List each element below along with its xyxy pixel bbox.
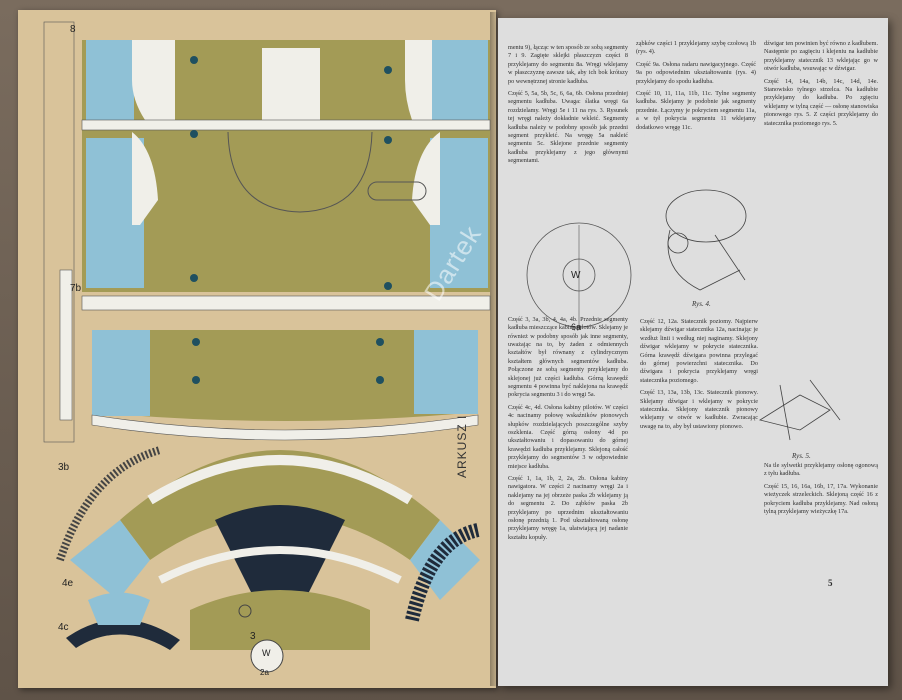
part-label: 3 bbox=[250, 631, 256, 642]
figure-caption-rys-5: Rys. 5. bbox=[792, 452, 811, 460]
paragraph: Część 14, 14a, 14b, 14c, 14d, 14e. Stano… bbox=[764, 77, 878, 127]
instruction-column-3-top: dźwigar ten powinien być równo z kadłube… bbox=[764, 40, 878, 360]
part-circle-w-2a bbox=[250, 639, 284, 673]
part-slot-outline bbox=[367, 181, 427, 201]
part-arc-white-band-2 bbox=[158, 546, 402, 584]
paragraph: Część 3, 3a, 3b, 4, 4a, 4b. Przednie seg… bbox=[508, 315, 628, 399]
book-spine-shadow bbox=[490, 12, 504, 686]
part-strip-vertical bbox=[59, 269, 73, 421]
part-white-fold-right bbox=[405, 40, 432, 120]
instruction-column-3-bottom: Na tle sylwetki przyklejamy osłonę ogono… bbox=[764, 462, 878, 572]
part-strip-left-long bbox=[43, 21, 75, 443]
part-blue-left-top bbox=[86, 40, 134, 120]
paragraph: dźwigar ten powinien być równo z kadłube… bbox=[764, 40, 878, 73]
part-label: 8 bbox=[70, 24, 76, 35]
paragraph: Część 15, 16, 16a, 16b, 17, 17a. Wykonan… bbox=[764, 482, 878, 516]
part-label: 4c bbox=[58, 622, 69, 633]
part-cockpit-outline bbox=[227, 131, 373, 213]
part-white-curve-left bbox=[132, 132, 158, 225]
instruction-column-1: mentu 9), łącząc w ten sposób ze sobą se… bbox=[508, 44, 628, 644]
diagram-rys-4 bbox=[665, 189, 747, 291]
part-toothed-ring-left bbox=[56, 446, 162, 562]
part-blue-right-lower bbox=[414, 330, 478, 414]
circle-2a-label: 2a bbox=[260, 668, 269, 677]
paragraph: ząbków części 1 przyklejamy szybę czołow… bbox=[636, 40, 756, 56]
part-arc-white-band bbox=[147, 455, 413, 505]
circle-w-label: W bbox=[262, 648, 271, 658]
part-fuselage-lower bbox=[92, 330, 478, 421]
right-page-instructions bbox=[498, 18, 888, 686]
paragraph: Część 5, 5a, 5b, 5c, 6, 6a, 6b. Osłona p… bbox=[508, 90, 628, 165]
part-holes bbox=[190, 56, 392, 384]
paragraph: Część 1, 1a, 1b, 2, 2a, 2b. Osłona kabin… bbox=[508, 475, 628, 541]
part-blue-arc-left bbox=[70, 520, 150, 600]
part-blue-right-top bbox=[432, 40, 488, 120]
paragraph: Część 4c, 4d. Osłona kabiny pilotów. W c… bbox=[508, 403, 628, 470]
sheet-label: ARKUSZ I bbox=[455, 414, 469, 478]
part-label: 4e bbox=[62, 578, 74, 589]
page-number: 5 bbox=[828, 578, 833, 588]
part-label: 3b bbox=[58, 462, 70, 473]
diagram-circle-6a-label: 6a bbox=[571, 322, 582, 332]
part-white-fold-left bbox=[132, 40, 175, 120]
part-white-fold-center bbox=[262, 48, 320, 128]
part-label: 7b bbox=[70, 283, 82, 294]
paragraph: mentu 9), łącząc w ten sposób ze sobą se… bbox=[508, 44, 628, 85]
paragraph: Część 9a. Osłona radaru nawigacyjnego. C… bbox=[636, 60, 756, 85]
paragraph: Część 10, 11, 11a, 11b, 11c. Tylne segme… bbox=[636, 90, 756, 131]
part-bottom-olive bbox=[190, 590, 370, 650]
paragraph: Część 13, 13a, 13b, 13c. Statecznik pion… bbox=[640, 389, 758, 430]
diagram-rys-5 bbox=[758, 379, 841, 441]
part-bottom-left-wedge bbox=[66, 619, 180, 650]
part-small-circle bbox=[238, 604, 252, 618]
figure-caption-rys-4: Rys. 4. bbox=[692, 300, 711, 308]
part-strip-1 bbox=[81, 119, 491, 131]
paragraph: Część 12, 12a. Statecznik poziomy. Najpi… bbox=[640, 318, 758, 384]
instruction-column-2-top: ząbków części 1 przyklejamy szybę czołow… bbox=[636, 40, 756, 170]
part-blue-left-lower bbox=[92, 330, 150, 416]
instruction-column-2-bottom: Część 12, 12a. Statecznik poziomy. Najpi… bbox=[640, 318, 758, 618]
part-strip-2 bbox=[81, 295, 491, 311]
diagram-circle-w-label: W bbox=[571, 270, 581, 281]
part-toothed-ring-right bbox=[405, 523, 480, 622]
part-lower-strip bbox=[91, 414, 479, 441]
part-small-blue-dome bbox=[88, 592, 150, 625]
part-white-curve-right bbox=[412, 132, 440, 225]
paragraph: Na tle sylwetki przyklejamy osłonę ogono… bbox=[764, 462, 878, 478]
